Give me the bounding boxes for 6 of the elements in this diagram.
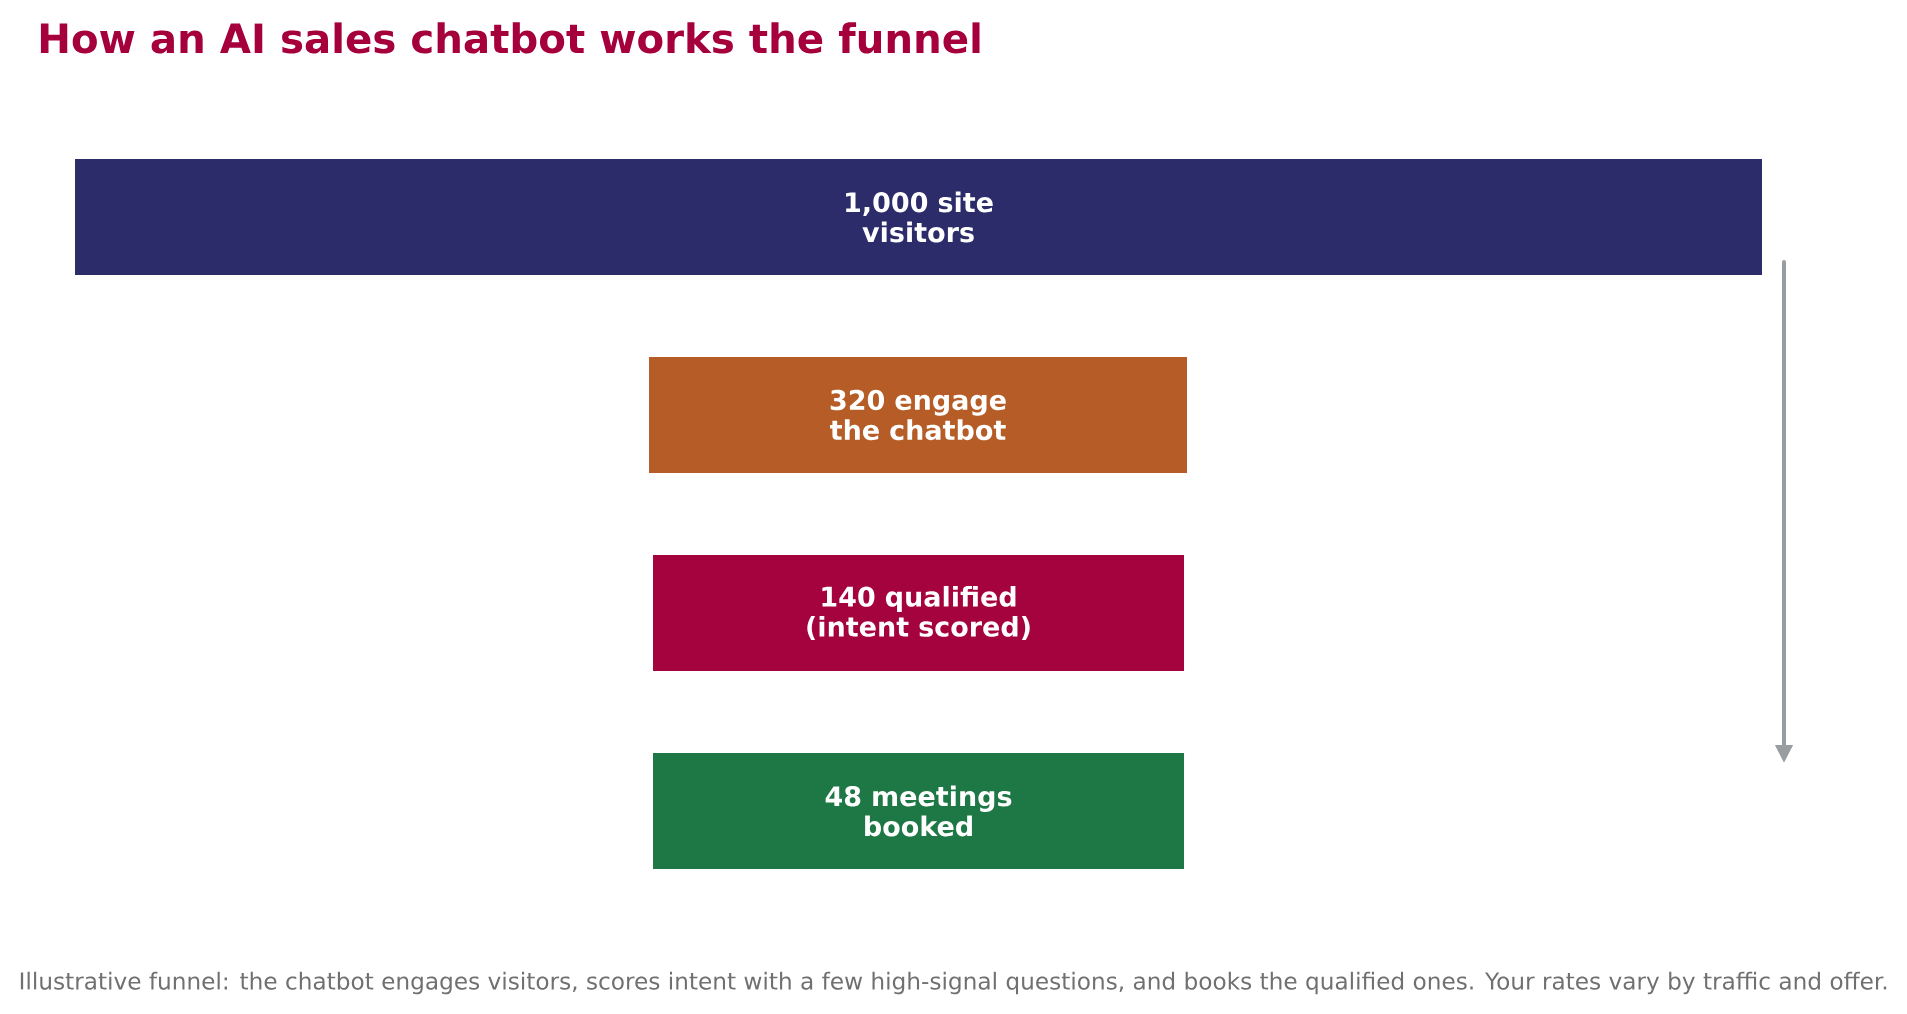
funnel-bar: 48 meetings booked [653,753,1184,869]
caption: Illustrative funnel: the chatbot engages visitors, scores intent with a few high-signal questions, and books the qualified ones. Your rates vary by traffic and offer. [20,971,1887,995]
funnel-bar: 1,000 site visitors [75,159,1762,275]
funnel-bar: 320 engage the chatbot [649,357,1187,473]
title: How an AI sales chatbot works the funnel [40,22,980,54]
funnel-bar: 140 qualified (intent scored) [653,555,1184,671]
